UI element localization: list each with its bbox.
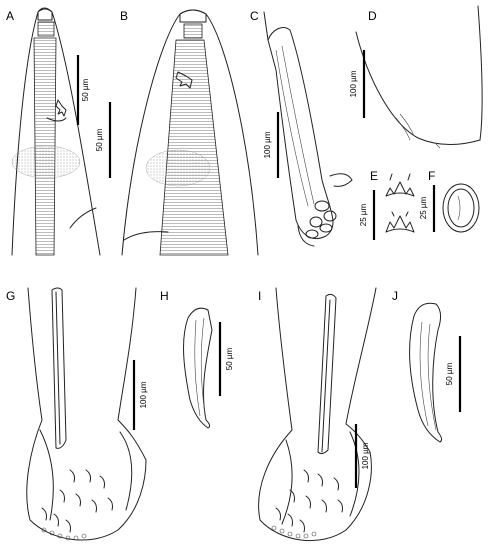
gubernaculum-drawing — [183, 307, 213, 429]
panel-a: A 50 µm — [6, 7, 101, 256]
tail-drawing — [355, 5, 483, 149]
panel-label-g: G — [6, 289, 15, 303]
anterior-end-drawing — [121, 9, 259, 256]
panel-i: I 100 µm — [258, 287, 377, 542]
panel-c: C 100 µm — [250, 9, 353, 247]
panel-label-c: C — [250, 9, 259, 23]
egg-drawing — [442, 183, 480, 233]
female-body-drawing — [263, 11, 353, 247]
panel-label-a: A — [6, 9, 14, 23]
scale-label-a: 50 µm — [81, 78, 90, 101]
scale-label-c: 100 µm — [263, 131, 272, 158]
scale-label-i: 100 µm — [361, 442, 370, 469]
panel-label-b: B — [120, 9, 128, 23]
scale-label-d: 100 µm — [349, 70, 358, 97]
panel-label-f: F — [428, 169, 435, 183]
teeth-drawing — [385, 173, 415, 233]
panel-j: J 50 µm — [392, 289, 462, 443]
panel-h: H 50 µm — [160, 289, 234, 429]
scale-label-f: 25 µm — [419, 196, 428, 219]
panel-g: G 100 µm — [6, 287, 148, 541]
panel-label-i: I — [258, 289, 261, 303]
gubernaculum-drawing — [409, 302, 443, 443]
scale-label-g: 100 µm — [139, 381, 148, 408]
male-tail-drawing — [258, 287, 377, 542]
panel-f: F 25 µm — [419, 169, 480, 233]
panel-label-h: H — [160, 289, 169, 303]
male-tail-drawing — [26, 287, 147, 541]
panel-d: D 100 µm — [349, 5, 483, 149]
panel-b: B 50 µm — [95, 9, 259, 256]
scale-label-e: 25 µm — [359, 203, 368, 226]
anterior-end-drawing — [11, 7, 101, 256]
scale-label-j: 50 µm — [445, 362, 454, 385]
panel-label-d: D — [368, 9, 377, 23]
scale-label-b: 50 µm — [95, 128, 104, 151]
panel-label-j: J — [392, 289, 398, 303]
scale-label-h: 50 µm — [225, 347, 234, 370]
panel-e: E 25 µm — [359, 169, 415, 240]
panel-label-e: E — [370, 169, 378, 183]
